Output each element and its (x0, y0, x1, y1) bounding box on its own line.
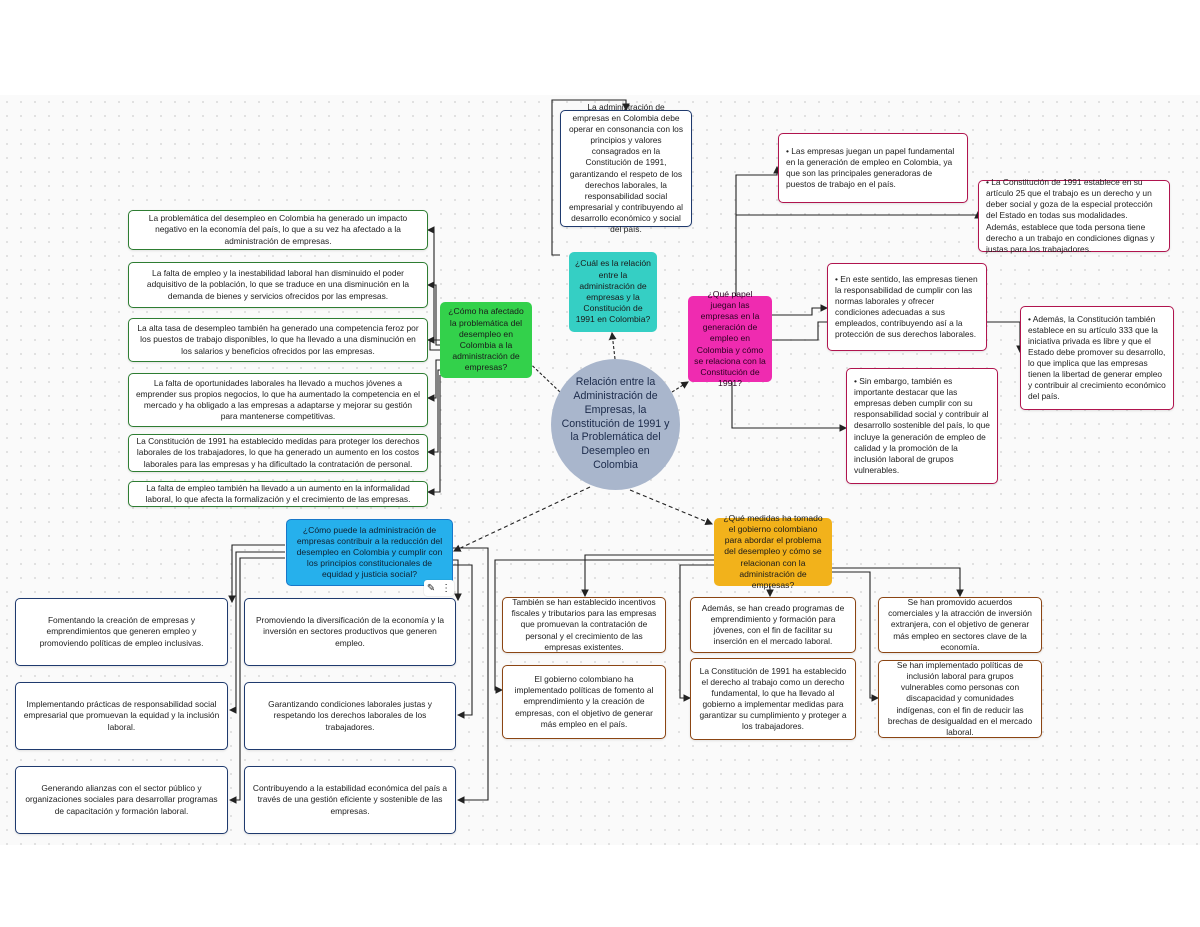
central-topic[interactable]: Relación entre la Administración de Empr… (551, 359, 680, 490)
blue-item-3[interactable]: Generando alianzas con el sector público… (15, 766, 228, 834)
topic-relacion-constitucion[interactable]: ¿Cuál es la relación entre la administra… (569, 252, 657, 332)
teal-item-1[interactable]: La administración de empresas en Colombi… (560, 102, 692, 234)
edit-icon[interactable]: ✎ (426, 582, 436, 594)
green-item-2[interactable]: La falta de empleo y la inestabilidad la… (128, 262, 428, 308)
orange-item-1[interactable]: También se han establecido incentivos fi… (502, 597, 666, 653)
topic-contribucion-administracion[interactable]: ¿Cómo puede la administración de empresa… (286, 519, 453, 586)
pink-item-4[interactable]: • Además, la Constitución también establ… (1020, 306, 1174, 410)
green-item-1[interactable]: La problemática del desempleo en Colombi… (128, 210, 428, 250)
pink-item-3[interactable]: • En este sentido, las empresas tienen l… (827, 263, 987, 351)
topic-desempleo-administracion[interactable]: ¿Cómo ha afectado la problemática del de… (440, 302, 532, 378)
orange-item-6[interactable]: Se han implementado políticas de inclusi… (878, 660, 1042, 738)
orange-item-4[interactable]: El gobierno colombiano ha implementado p… (502, 665, 666, 739)
blue-item-1[interactable]: Fomentando la creación de empresas y emp… (15, 598, 228, 666)
blue-item-2[interactable]: Implementando prácticas de responsabilid… (15, 682, 228, 750)
topic-medidas-gobierno[interactable]: ¿Qué medidas ha tomado el gobierno colom… (714, 513, 832, 590)
green-item-4[interactable]: La falta de oportunidades laborales ha l… (128, 373, 428, 427)
pink-item-2[interactable]: • La Constitución de 1991 establece en s… (978, 177, 1170, 254)
topic-papel-empresas[interactable]: ¿Qué papel juegan las empresas en la gen… (688, 289, 772, 388)
blue-item-6[interactable]: Contribuyendo a la estabilidad económica… (244, 766, 456, 834)
more-options-icon[interactable]: ⋮ (441, 582, 452, 594)
blue-item-5[interactable]: Garantizando condiciones laborales justa… (244, 682, 456, 750)
orange-item-3[interactable]: Se han promovido acuerdos comerciales y … (878, 597, 1042, 653)
orange-item-2[interactable]: Además, se han creado programas de empre… (690, 597, 856, 653)
green-item-3[interactable]: La alta tasa de desempleo también ha gen… (128, 318, 428, 362)
pink-item-1[interactable]: • Las empresas juegan un papel fundament… (778, 133, 968, 203)
node-toolbar[interactable]: ✎ ⋮ (424, 580, 454, 596)
green-item-6[interactable]: La falta de empleo también ha llevado a … (128, 481, 428, 507)
green-item-5[interactable]: La Constitución de 1991 ha establecido m… (128, 434, 428, 472)
blue-item-4[interactable]: Promoviendo la diversificación de la eco… (244, 598, 456, 666)
orange-item-5[interactable]: La Constitución de 1991 ha establecido e… (690, 658, 856, 740)
pink-item-5[interactable]: • Sin embargo, también es importante des… (846, 368, 998, 484)
